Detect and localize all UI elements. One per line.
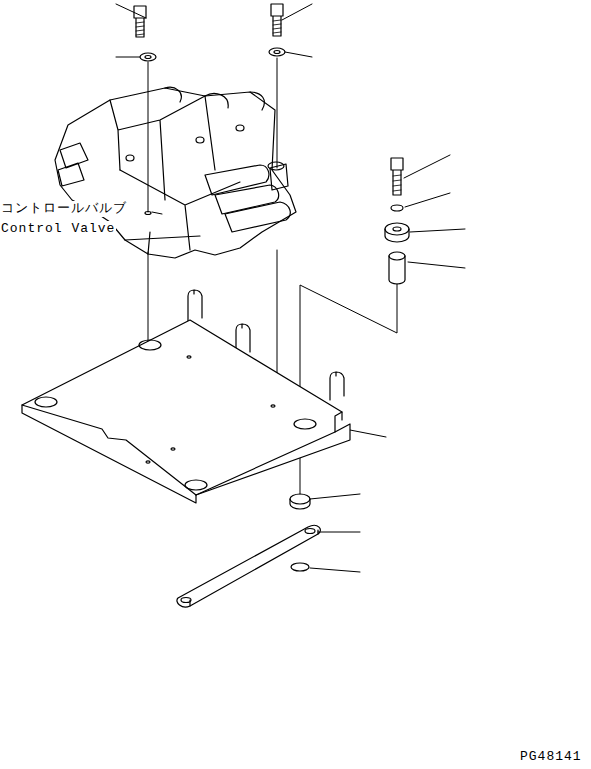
spacer [389, 252, 405, 284]
bolt [391, 158, 403, 195]
collar [385, 223, 409, 242]
rubber-washer [290, 494, 310, 509]
part-name: Control Valve [0, 221, 116, 237]
bolt [134, 6, 146, 37]
washer-hole [145, 56, 151, 59]
strap [177, 525, 320, 607]
figure-number: PG48141 [519, 749, 583, 765]
part-name: コントロールバルブ [0, 201, 128, 217]
bolt [271, 4, 283, 36]
washer [269, 48, 285, 56]
washer [291, 563, 309, 571]
mounting-plate [22, 320, 350, 503]
washer [140, 53, 156, 61]
washer [391, 205, 403, 211]
washer-hole [274, 51, 280, 54]
